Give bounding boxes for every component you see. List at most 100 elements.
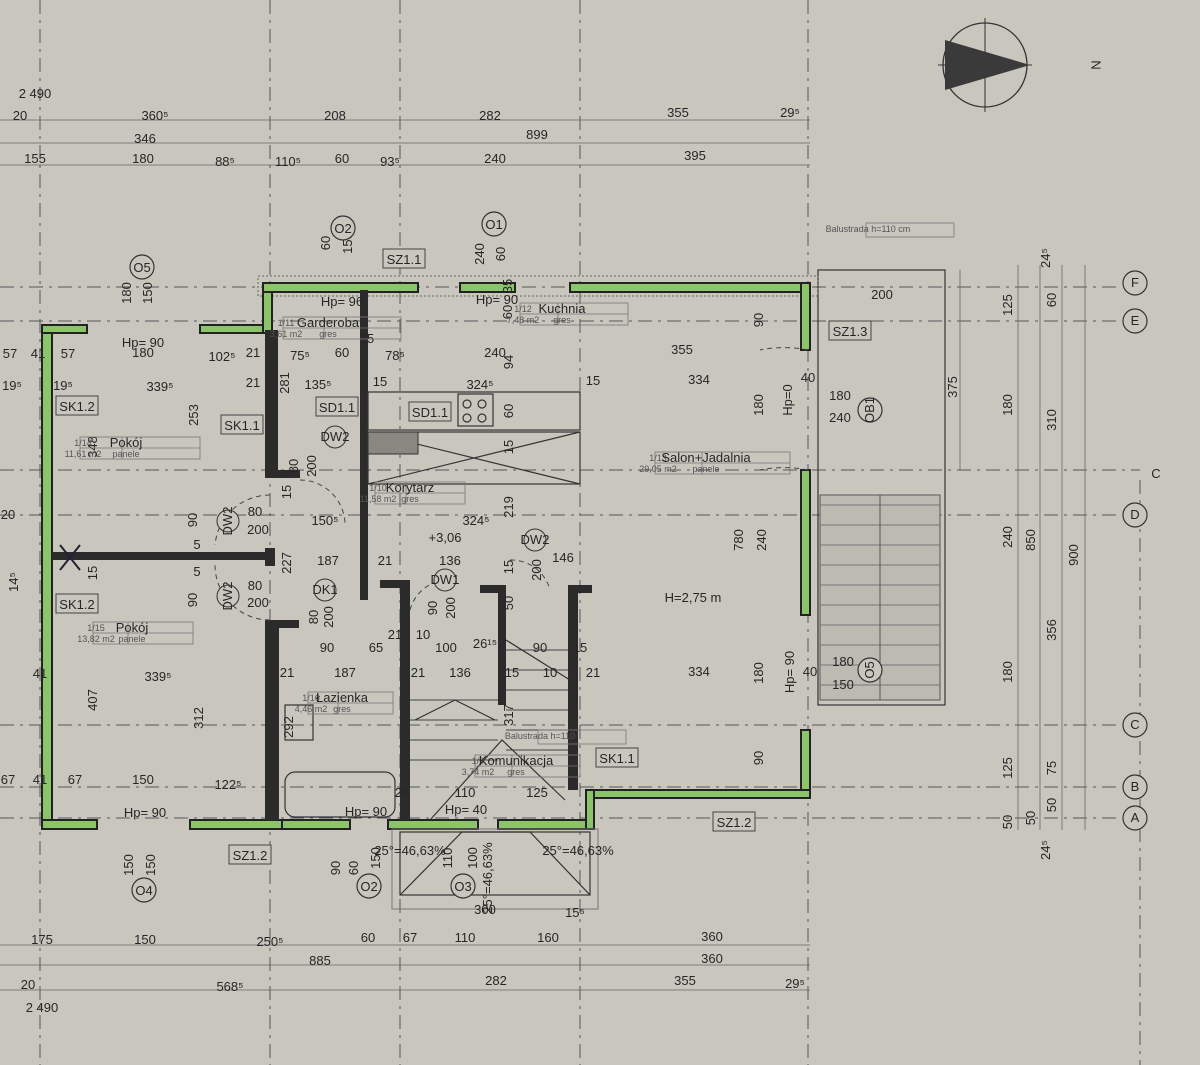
window-tag-label: O4 <box>135 883 152 898</box>
bottom-dimension: 20 <box>21 977 35 992</box>
interior-dimension: 150 <box>368 847 383 869</box>
room-floor-finish: gres <box>553 315 571 325</box>
north-arrow-icon <box>938 18 1032 112</box>
right-dimension: 850 <box>1023 529 1038 551</box>
interior-dimension: 75⁵ <box>290 348 310 363</box>
right-dimension: 125 <box>1000 294 1015 316</box>
window-tag: O4 <box>131 877 157 903</box>
height-label: Hp= 90 <box>124 805 166 820</box>
interior-dimension: 14⁵ <box>6 572 21 592</box>
interior-dimension: 35 <box>500 279 515 293</box>
bottom-dimension: 2 490 <box>26 1000 59 1015</box>
right-dimension: 180 <box>1000 394 1015 416</box>
interior-dimension: 334 <box>688 664 710 679</box>
room-area: 13,82 m2 <box>77 634 115 644</box>
interior-dimension: 150 <box>121 854 136 876</box>
axis-label: D <box>1130 507 1139 522</box>
interior-dimension: 15 <box>501 440 516 454</box>
window-tag-label: O1 <box>485 217 502 232</box>
staircase <box>410 639 571 821</box>
interior-dimension: 180 <box>751 662 766 684</box>
top-dimension: 180 <box>132 151 154 166</box>
interior-dimension: 180 <box>751 394 766 416</box>
element-tag-label: SK1.1 <box>599 751 634 766</box>
element-tag: SZ1.1 <box>382 248 426 269</box>
top-dimension: 208 <box>324 108 346 123</box>
right-dimension: 50 <box>1023 811 1038 825</box>
balustrade-note: Balustrada h=110 cm <box>826 222 955 238</box>
axis-label: A <box>1131 810 1140 825</box>
interior-dimension: 110 <box>455 785 476 800</box>
room-number: 1/16 <box>302 693 320 703</box>
height-label: H=2,75 m <box>665 590 722 605</box>
element-tag-label: SZ1.2 <box>233 848 268 863</box>
top-dimension: 29⁵ <box>780 105 800 120</box>
top-dimension: 346 <box>134 131 156 146</box>
interior-dimension: 40 <box>801 370 815 385</box>
interior-dimension: 21 <box>280 665 294 680</box>
interior-dimension: 100 <box>465 847 480 869</box>
top-dimension: 899 <box>526 127 548 142</box>
room-number: 1/14 <box>74 438 92 448</box>
interior-dimension: 15 <box>85 566 100 580</box>
interior-dimension: 339⁵ <box>146 379 173 394</box>
room-area: 7,48 m2 <box>507 315 540 325</box>
height-label: +3,06 <box>429 530 462 545</box>
room-name: Garderoba <box>297 315 360 330</box>
element-tag: SK1.1 <box>220 414 264 435</box>
room-number: 1/15 <box>87 623 105 633</box>
interior-dimension: 136 <box>449 665 471 680</box>
interior-dimension: 407 <box>85 689 100 711</box>
right-dimension: 50 <box>1044 798 1059 812</box>
interior-dimension: 200 <box>321 606 336 628</box>
window-tag: O1 <box>481 211 507 237</box>
bottom-dimension: 29⁵ <box>785 976 805 991</box>
note-text: Balustrada h=110 cm <box>826 224 911 234</box>
right-dimension: 900 <box>1066 544 1081 566</box>
element-tag: SD1.1 <box>315 396 359 417</box>
interior-dimension: 41 <box>31 346 45 361</box>
top-dimension: 88⁵ <box>215 154 235 169</box>
interior-dimension: 5 <box>193 537 200 552</box>
door-tag-label: DW2 <box>220 582 235 611</box>
entrance-canopy <box>391 828 599 910</box>
interior-dimension: 136 <box>439 553 461 568</box>
interior-dimension: 90 <box>425 601 440 615</box>
bottom-dimension: 568⁵ <box>216 979 243 994</box>
axis-label: B <box>1131 779 1140 794</box>
axis-marker: E <box>1122 308 1148 334</box>
room-name: Komunikacja <box>479 753 554 768</box>
room-area: 11,61 m2 <box>65 449 102 459</box>
interior-dimension: 20 <box>1 507 15 522</box>
interior-dimension: 125 <box>526 785 548 800</box>
element-tag-label: SZ1.2 <box>717 815 752 830</box>
interior-dimension: 21 <box>378 553 392 568</box>
window-tag: O3 <box>450 873 476 899</box>
door-swings <box>59 347 809 621</box>
interior-dimension: 78⁵ <box>385 348 405 363</box>
interior-dimension: 200 <box>247 595 269 610</box>
top-dimension: 20 <box>13 108 27 123</box>
height-label: Hp=0 <box>780 384 795 415</box>
axis-label: C <box>1130 717 1139 732</box>
window-tag: O2 <box>330 215 356 241</box>
interior-dimension: 57 <box>3 346 17 361</box>
interior-dimension: 15 <box>501 560 516 574</box>
interior-dimension: 21 <box>411 665 425 680</box>
interior-dimension: 80 <box>306 610 321 624</box>
height-label: Hp= 40 <box>445 802 487 817</box>
door-tag-label: DW2 <box>521 532 550 547</box>
interior-dimension: 122⁵ <box>214 777 241 792</box>
interior-dimension: 150 <box>140 282 155 304</box>
interior-dimension: 26 <box>395 785 409 800</box>
interior-dimension: 80 <box>248 504 262 519</box>
room-number: 1/10 <box>369 483 387 493</box>
room-name: Pokój <box>116 620 149 635</box>
room-number: 1/12 <box>514 304 532 314</box>
bottom-dimension: 250⁵ <box>256 934 283 949</box>
